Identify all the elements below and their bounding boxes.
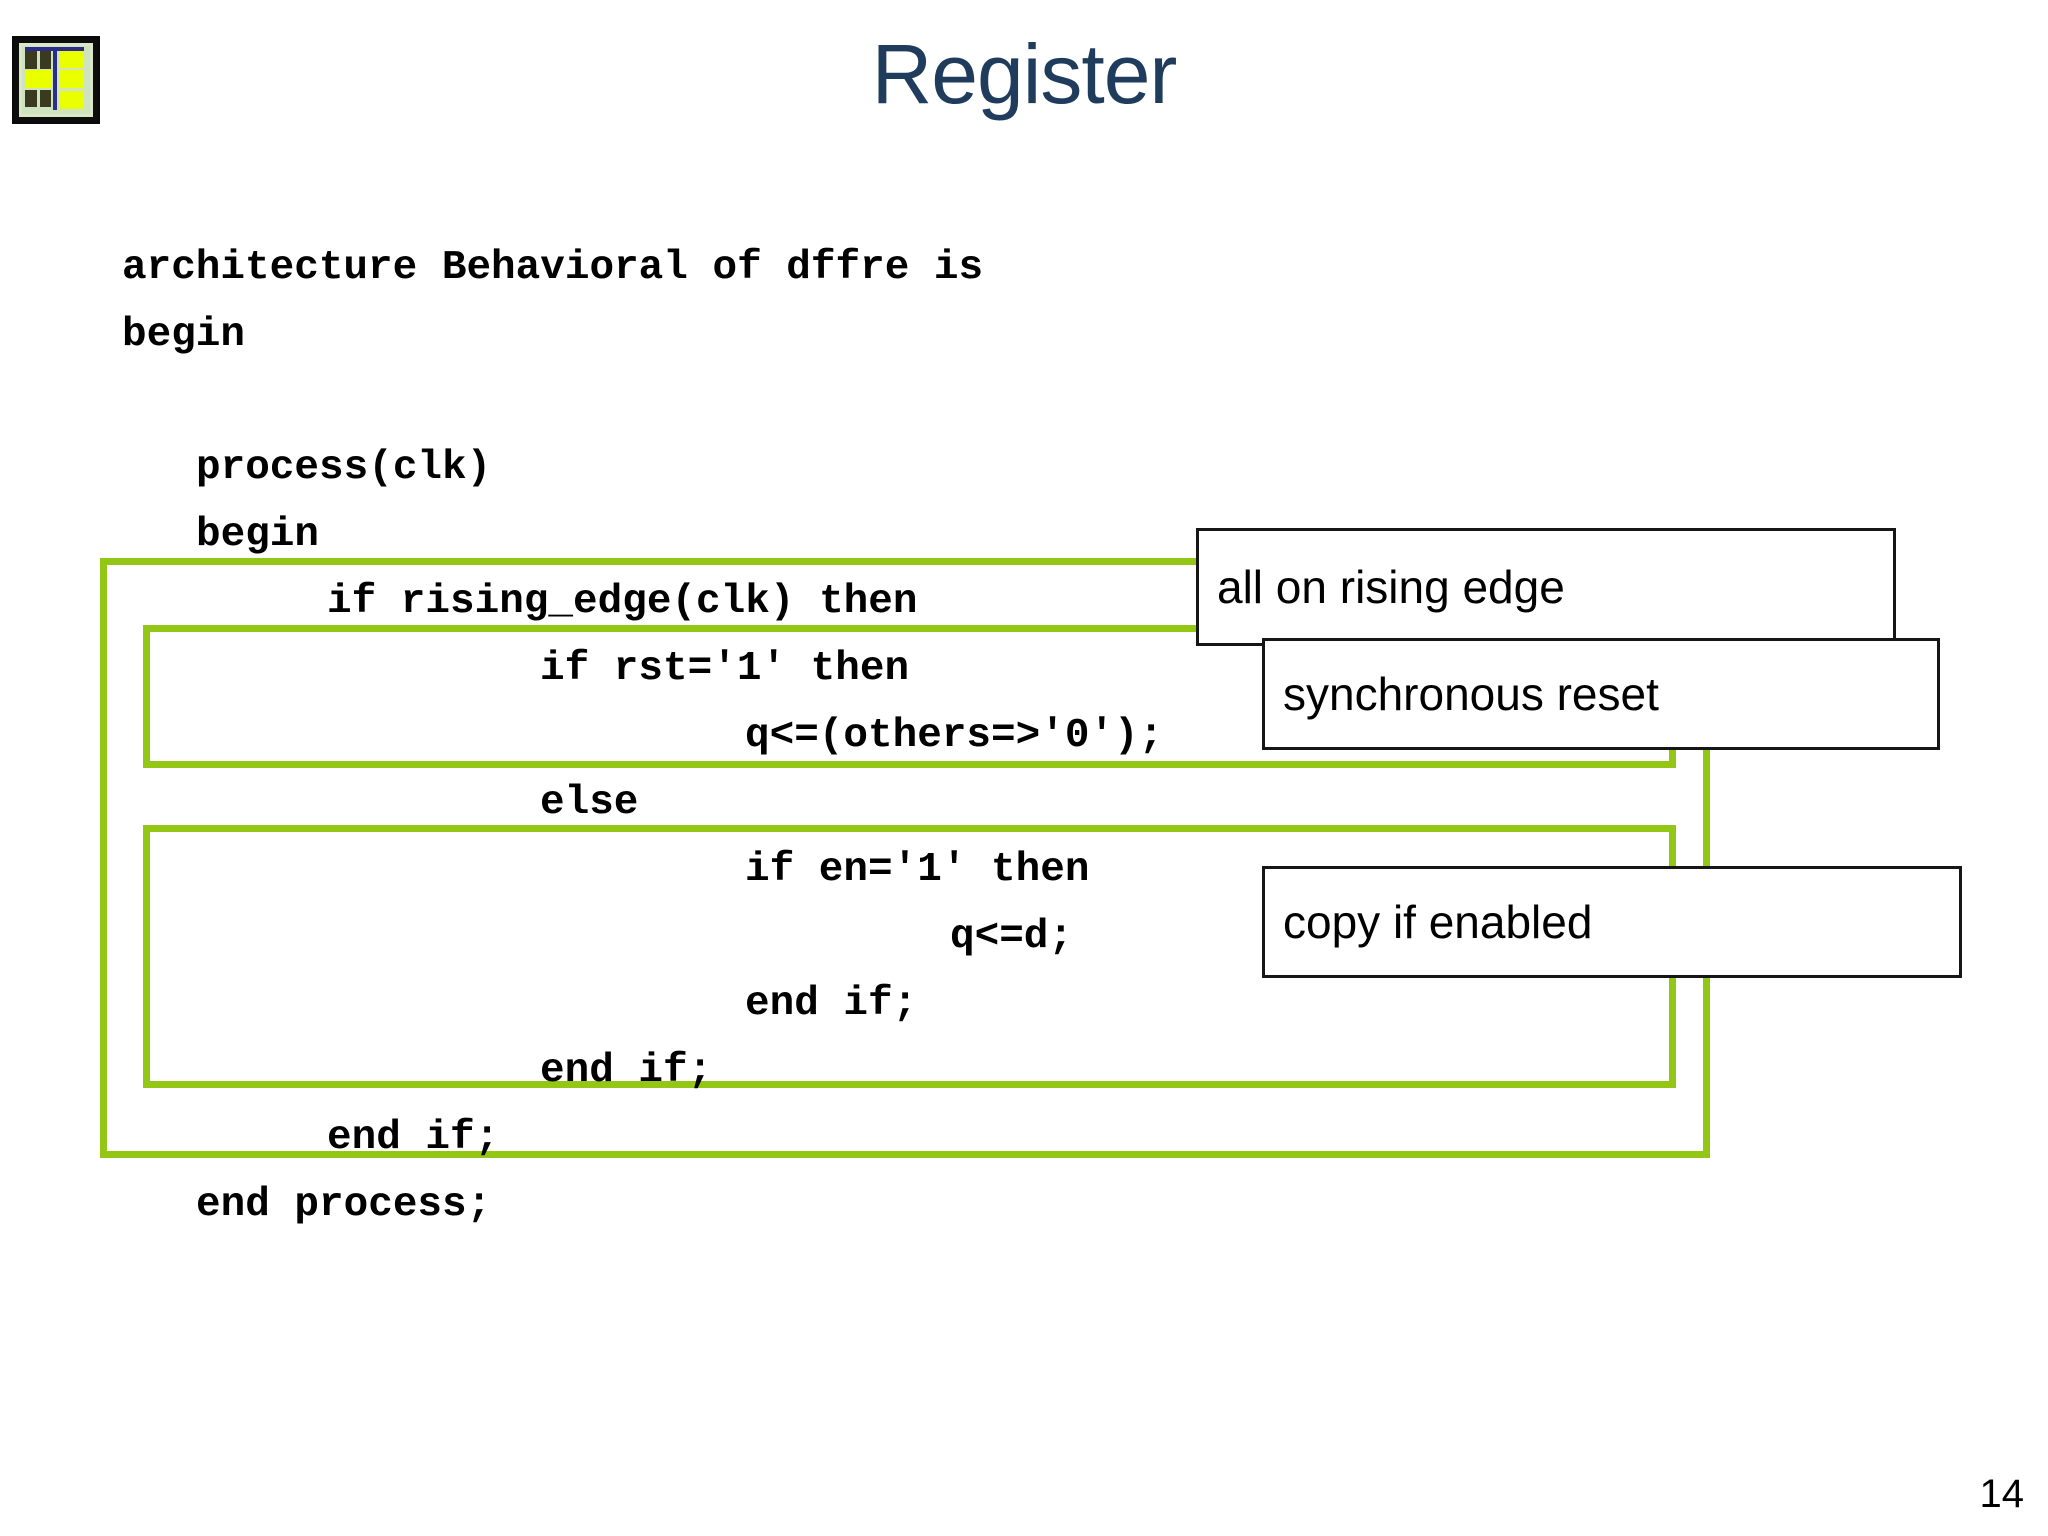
die-block — [24, 89, 37, 108]
die-block — [59, 50, 84, 68]
code-line: if en='1' then — [745, 847, 1090, 893]
code-line: begin — [122, 312, 246, 358]
die-block — [39, 89, 51, 108]
die-block — [24, 51, 37, 70]
chip-die-logo — [12, 36, 100, 124]
callout-rising-edge: all on rising edge — [1196, 528, 1896, 646]
die-block — [24, 70, 52, 89]
die-bus — [53, 48, 57, 110]
code-line: end process; — [196, 1182, 492, 1228]
die-block — [59, 70, 84, 89]
callout-copy-if-enabled-label: copy if enabled — [1283, 896, 1593, 948]
code-line: end if; — [540, 1048, 713, 1094]
code-line: q<=d; — [950, 914, 1074, 960]
die-block — [59, 90, 84, 109]
die-bus — [24, 47, 84, 51]
code-line: begin — [196, 512, 320, 558]
code-line: end if; — [745, 981, 918, 1027]
code-line: if rising_edge(clk) then — [327, 579, 918, 625]
code-line: end if; — [327, 1115, 500, 1161]
code-line: process(clk) — [196, 445, 492, 491]
code-line: q<=(others=>'0'); — [745, 713, 1164, 759]
callout-synchronous-reset: synchronous reset — [1262, 638, 1940, 750]
callout-rising-edge-label: all on rising edge — [1217, 561, 1565, 613]
page-title: Register — [871, 27, 1178, 121]
code-line: architecture Behavioral of dffre is — [122, 245, 984, 291]
die-block — [39, 51, 51, 70]
die-artwork — [19, 43, 93, 117]
highlight-box-rising-edge-scope — [100, 558, 1710, 1158]
page-number: 14 — [1979, 1472, 2025, 1516]
callout-synchronous-reset-label: synchronous reset — [1283, 668, 1659, 720]
code-line: if rst='1' then — [540, 646, 910, 692]
callout-copy-if-enabled: copy if enabled — [1262, 866, 1962, 978]
code-line: else — [540, 780, 639, 826]
